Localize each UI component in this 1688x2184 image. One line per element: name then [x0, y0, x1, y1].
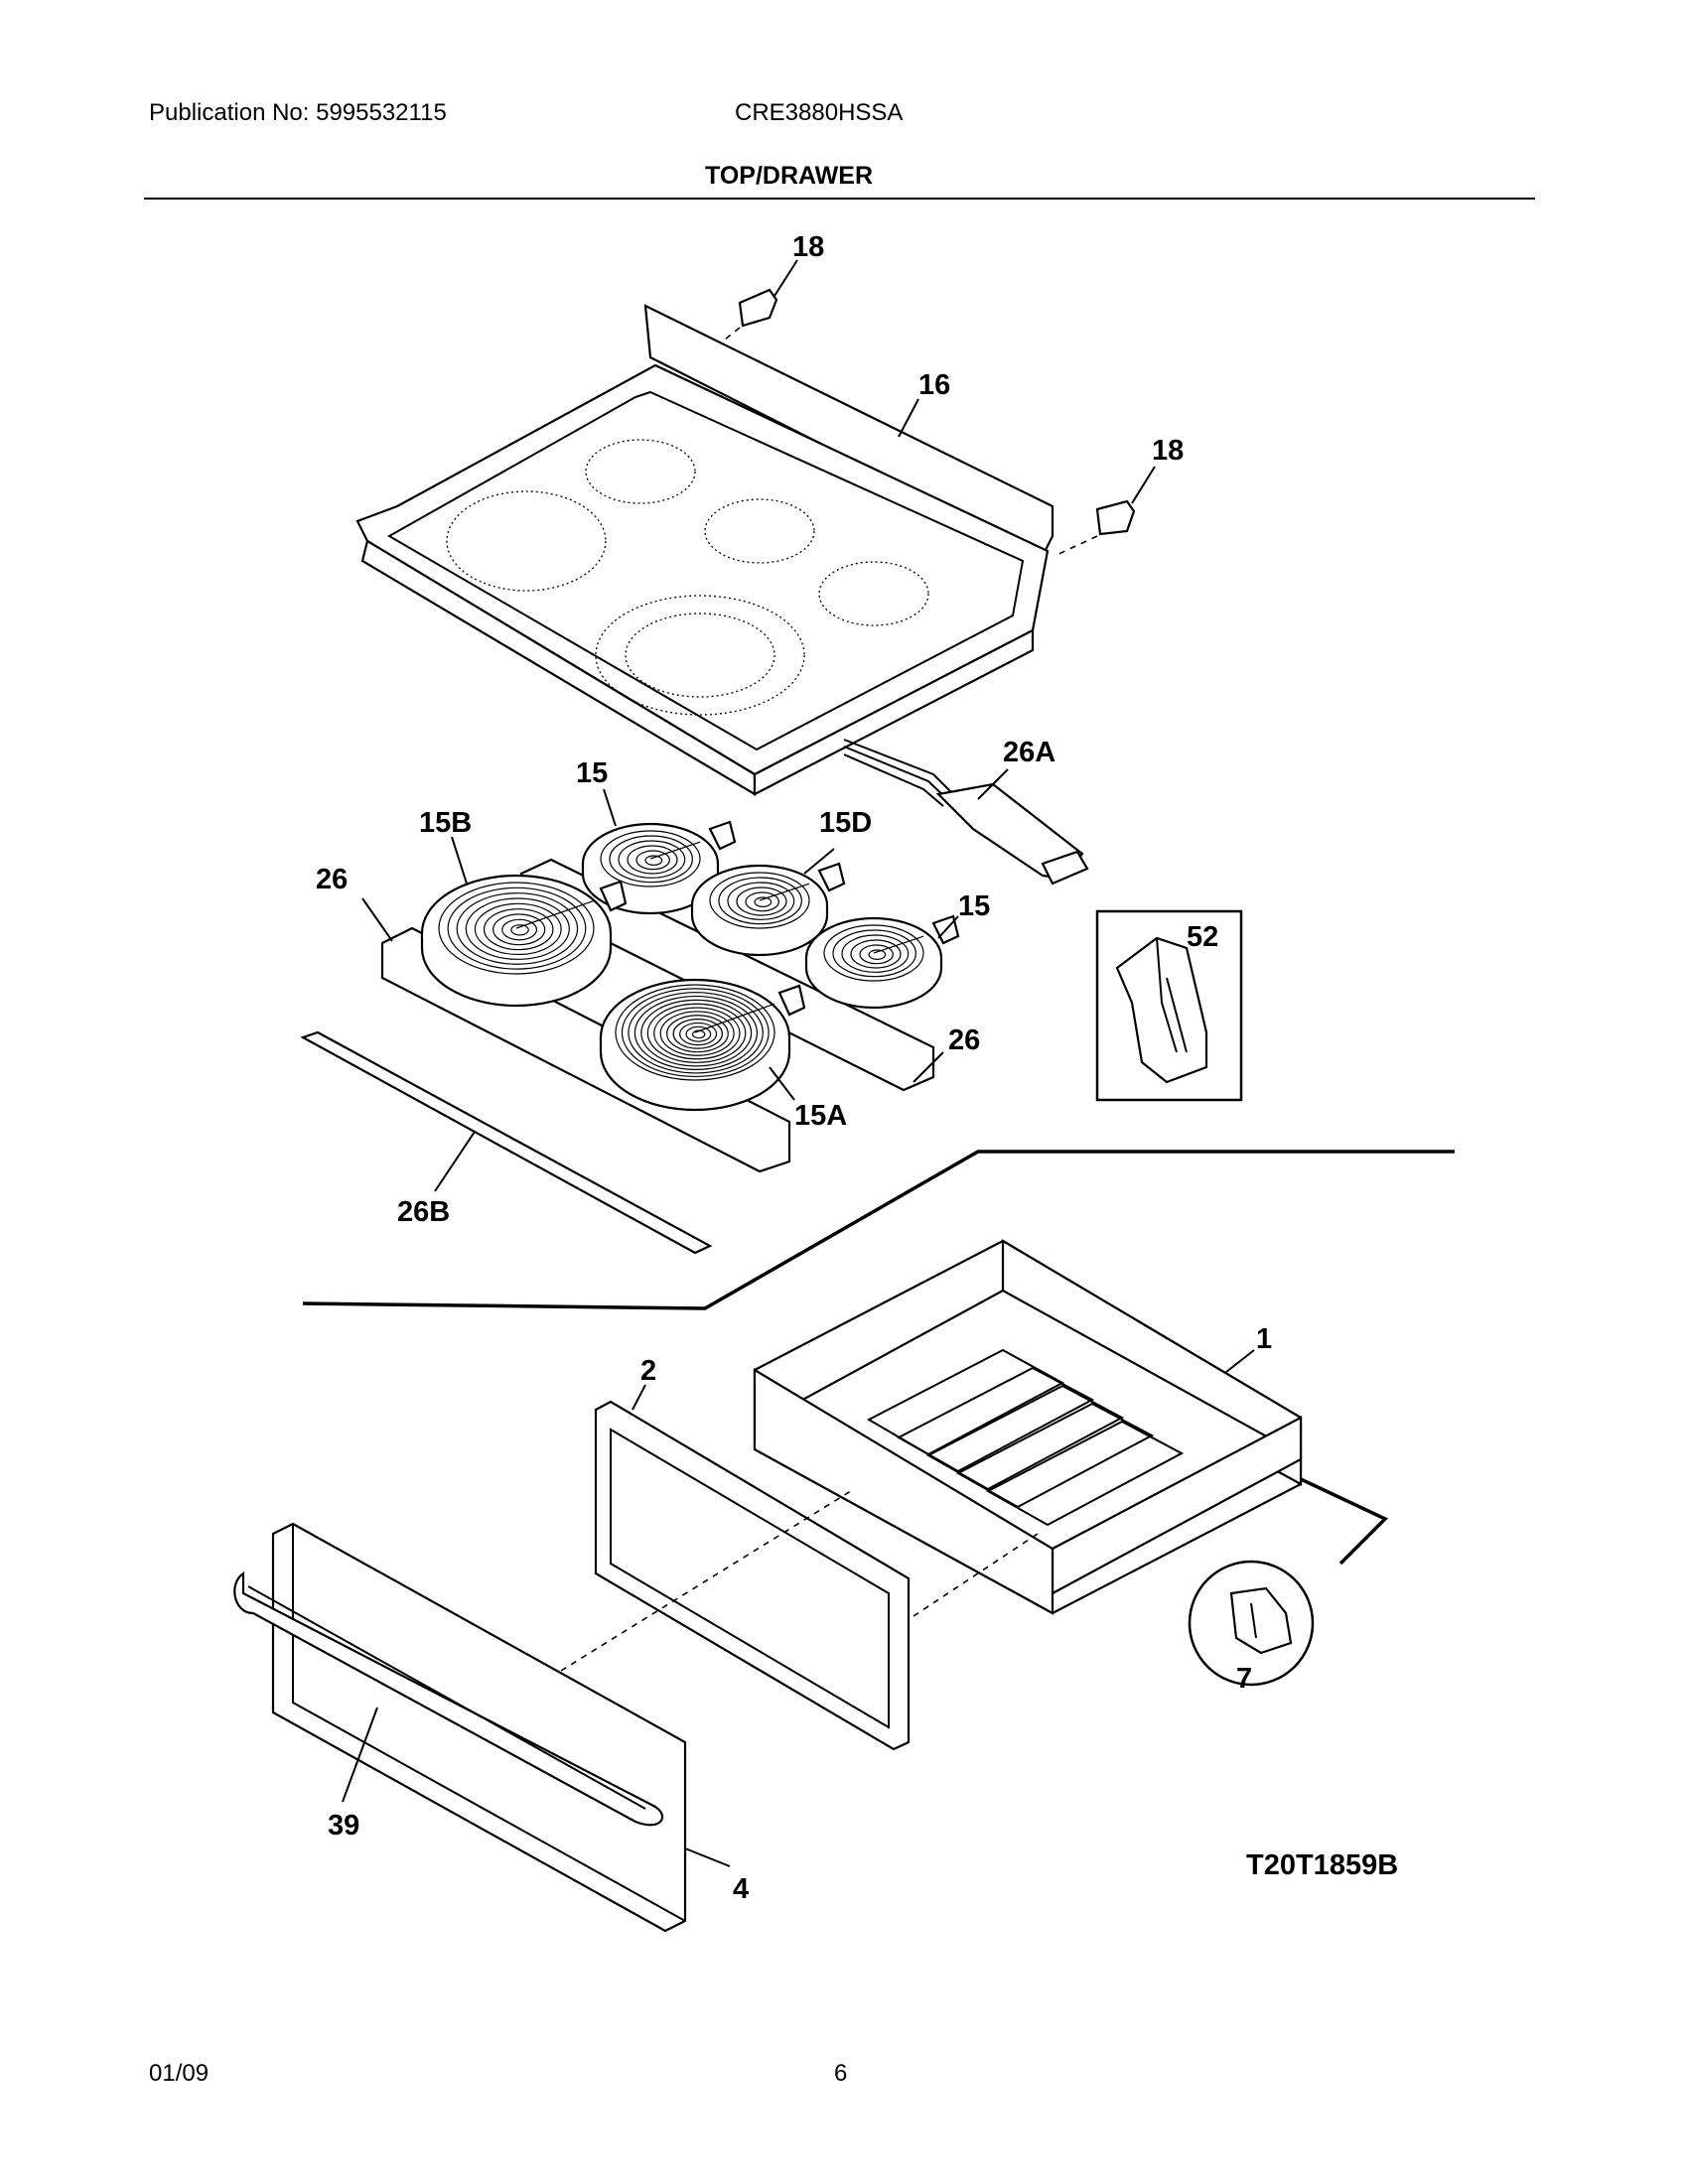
- coil-ring: [659, 1011, 735, 1056]
- callout-1: 1: [1256, 1323, 1272, 1355]
- drawing-code: T20T1859B: [1246, 1849, 1398, 1881]
- callout-15a: 15A: [794, 1100, 847, 1132]
- assembly-line-2: [913, 1533, 1039, 1617]
- inset-7-pointer: [1300, 1477, 1388, 1566]
- callout-2: 2: [640, 1355, 656, 1387]
- coil-ring: [823, 924, 924, 982]
- coil-ring: [447, 887, 587, 970]
- callout-52: 52: [1187, 921, 1218, 953]
- coil-ring: [635, 850, 670, 871]
- coil-ring: [621, 988, 770, 1078]
- coil-ring: [627, 845, 678, 875]
- coil-ring: [868, 949, 887, 960]
- coil-ring: [718, 877, 802, 925]
- coil-ring: [644, 855, 663, 866]
- coil-ring: [745, 891, 779, 912]
- callout-26-right: 26: [948, 1024, 980, 1056]
- coil-ring: [628, 992, 764, 1074]
- coil-ring: [754, 896, 773, 907]
- surface-element-15-right: [804, 914, 960, 1010]
- header-rule: [144, 198, 1535, 200]
- callout-7: 7: [1236, 1663, 1252, 1695]
- callout-15b: 15B: [419, 807, 472, 839]
- callout-4: 4: [733, 1873, 749, 1905]
- coil-ring: [474, 902, 562, 956]
- coil-ring: [646, 1003, 747, 1063]
- assembly-line-1: [560, 1488, 855, 1672]
- coil-terminal-lead: [649, 841, 701, 860]
- callout-39: 39: [328, 1810, 359, 1842]
- coil-ring: [501, 918, 538, 941]
- surface-element-15d: [690, 862, 846, 957]
- terminal-block-harness: [843, 739, 1089, 886]
- coil-ring: [618, 840, 686, 879]
- callout-15-top: 15: [576, 757, 608, 789]
- coil-ring: [841, 934, 910, 973]
- coil-ring: [492, 913, 546, 946]
- coil-ring: [438, 882, 595, 975]
- coil-ring: [456, 892, 579, 965]
- surface-element-15b: [420, 874, 628, 1008]
- section-title: TOP/DRAWER: [705, 162, 873, 190]
- coil-ring: [736, 887, 787, 916]
- coil-ring: [850, 939, 902, 969]
- footer-page-number: 6: [834, 2060, 848, 2087]
- coil-ring: [859, 944, 894, 965]
- coil-ring: [832, 929, 916, 978]
- callout-26a: 26A: [1003, 737, 1055, 768]
- model-number: CRE3880HSSA: [735, 99, 904, 126]
- separator-line: [302, 1150, 1455, 1310]
- leader-lines: [342, 259, 1255, 1867]
- coil-terminal-lead: [694, 1003, 775, 1033]
- coil-ring: [709, 872, 810, 929]
- front-trim-strip: [300, 1030, 713, 1255]
- top-bracket-left: [724, 288, 778, 341]
- callout-18-left: 18: [792, 231, 824, 263]
- top-bracket-right: [1054, 499, 1136, 557]
- cooktop-glass-top: [355, 304, 1055, 796]
- callout-26b: 26B: [397, 1196, 450, 1228]
- coil-ring: [615, 984, 775, 1081]
- footer-date: 01/09: [149, 2060, 210, 2087]
- callout-15d: 15D: [819, 807, 872, 839]
- callout-15-right: 15: [958, 890, 990, 922]
- callout-18-right: 18: [1152, 435, 1184, 467]
- coil-ring: [633, 995, 759, 1070]
- coil-ring: [600, 830, 701, 887]
- coil-terminal-lead: [515, 899, 595, 929]
- coil-ring: [640, 999, 753, 1067]
- coil-ring: [510, 924, 529, 936]
- coil-ring: [653, 1007, 741, 1060]
- coil-ring: [727, 882, 795, 920]
- inset-circle-7: [1188, 1477, 1388, 1687]
- coil-ring: [679, 1022, 718, 1046]
- callout-26-left: 26: [316, 864, 348, 895]
- publication-number: Publication No: 5995532115: [149, 99, 447, 126]
- coil-terminal-lead: [759, 883, 810, 901]
- drawer-body: [753, 1239, 1303, 1615]
- coil-terminal-lead: [873, 935, 924, 954]
- coil-ring: [609, 835, 693, 884]
- coil-ring: [672, 1019, 723, 1049]
- inset-box-52: [1095, 909, 1243, 1102]
- coil-ring: [685, 1025, 712, 1042]
- coil-ring: [465, 897, 570, 960]
- drawer-handle: [233, 1570, 663, 1827]
- surface-element-15a: [599, 978, 806, 1112]
- callout-16: 16: [918, 369, 950, 401]
- coil-ring: [666, 1015, 729, 1053]
- coil-ring: [483, 908, 554, 951]
- drawer-panel-frame: [594, 1400, 911, 1751]
